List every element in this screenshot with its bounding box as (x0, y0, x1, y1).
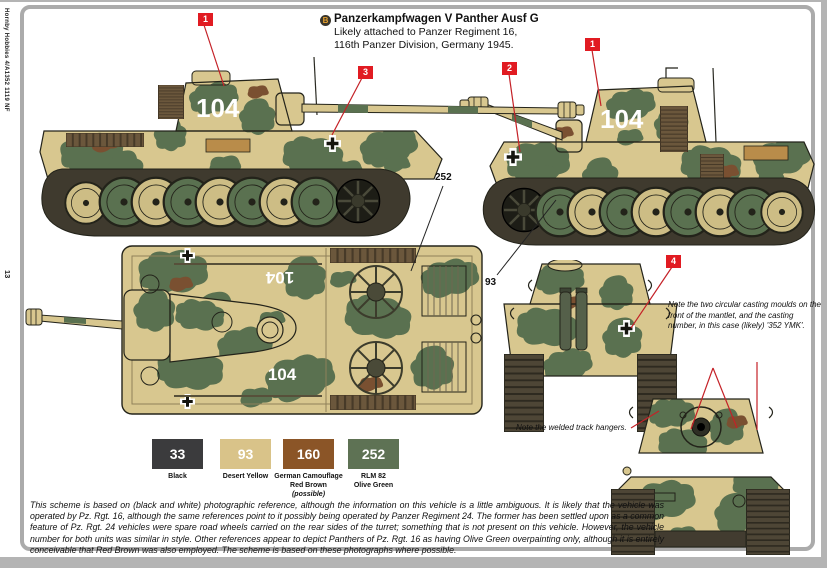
swatch-color-box: 93 (220, 439, 271, 469)
note-track-hangers: Note the welded track hangers. (516, 423, 627, 432)
paint-number: 33 (169, 446, 186, 462)
turret-number: 104 (196, 93, 240, 123)
swatch-color-box: 160 (283, 439, 334, 469)
turret-number: 104 (600, 104, 644, 134)
top-view-illustration: 104 104 (25, 245, 483, 415)
edge-imprint: Hornby Hobbies 4/A1352 1119 NF (3, 8, 9, 112)
paint-ref-93: 93 (485, 277, 497, 288)
paint-name: Black (168, 473, 187, 480)
scheme-description: This scheme is based on (black and white… (30, 500, 664, 555)
page-number: 13 (3, 270, 12, 279)
swatch-color-box: 33 (152, 439, 203, 469)
scheme-subtitle-2: 116th Panzer Division, Germany 1945. (334, 39, 514, 51)
scheme-title: Panzerkampfwagen V Panther Ausf G (334, 13, 539, 25)
right-side-view-illustration: 104 (459, 67, 816, 246)
callout-1-left: 1 (198, 13, 213, 26)
callout-4: 4 (666, 255, 681, 268)
callout-1-right: 1 (585, 38, 600, 51)
callout-2: 2 (502, 62, 517, 75)
callout-3: 3 (358, 66, 373, 79)
spare-track-links (660, 106, 688, 152)
paint-number: 160 (296, 446, 321, 462)
swatch-color-box: 252 (348, 439, 399, 469)
paint-ref-252: 252 (435, 172, 452, 183)
turret-number-bottom: 104 (268, 365, 297, 384)
scheme-letter-badge: B (320, 15, 331, 26)
paint-swatch-desert-yellow: 93 Desert Yellow (220, 439, 271, 480)
paint-name: Desert Yellow (222, 473, 269, 480)
paint-number: 252 (361, 446, 386, 462)
casting-mould (679, 411, 687, 419)
left-side-view-illustration: 104 (39, 57, 585, 237)
turret-number-top: 104 (265, 268, 294, 287)
note-casting-moulds: Note the two circular casting moulds on … (668, 300, 821, 330)
paint-number: 93 (237, 446, 254, 462)
paint-swatch-black: 33 Black (152, 439, 203, 480)
scheme-subtitle-1: Likely attached to Panzer Regiment 16, (334, 26, 518, 38)
spare-track-links (66, 133, 144, 147)
page-border-frame (20, 5, 815, 551)
